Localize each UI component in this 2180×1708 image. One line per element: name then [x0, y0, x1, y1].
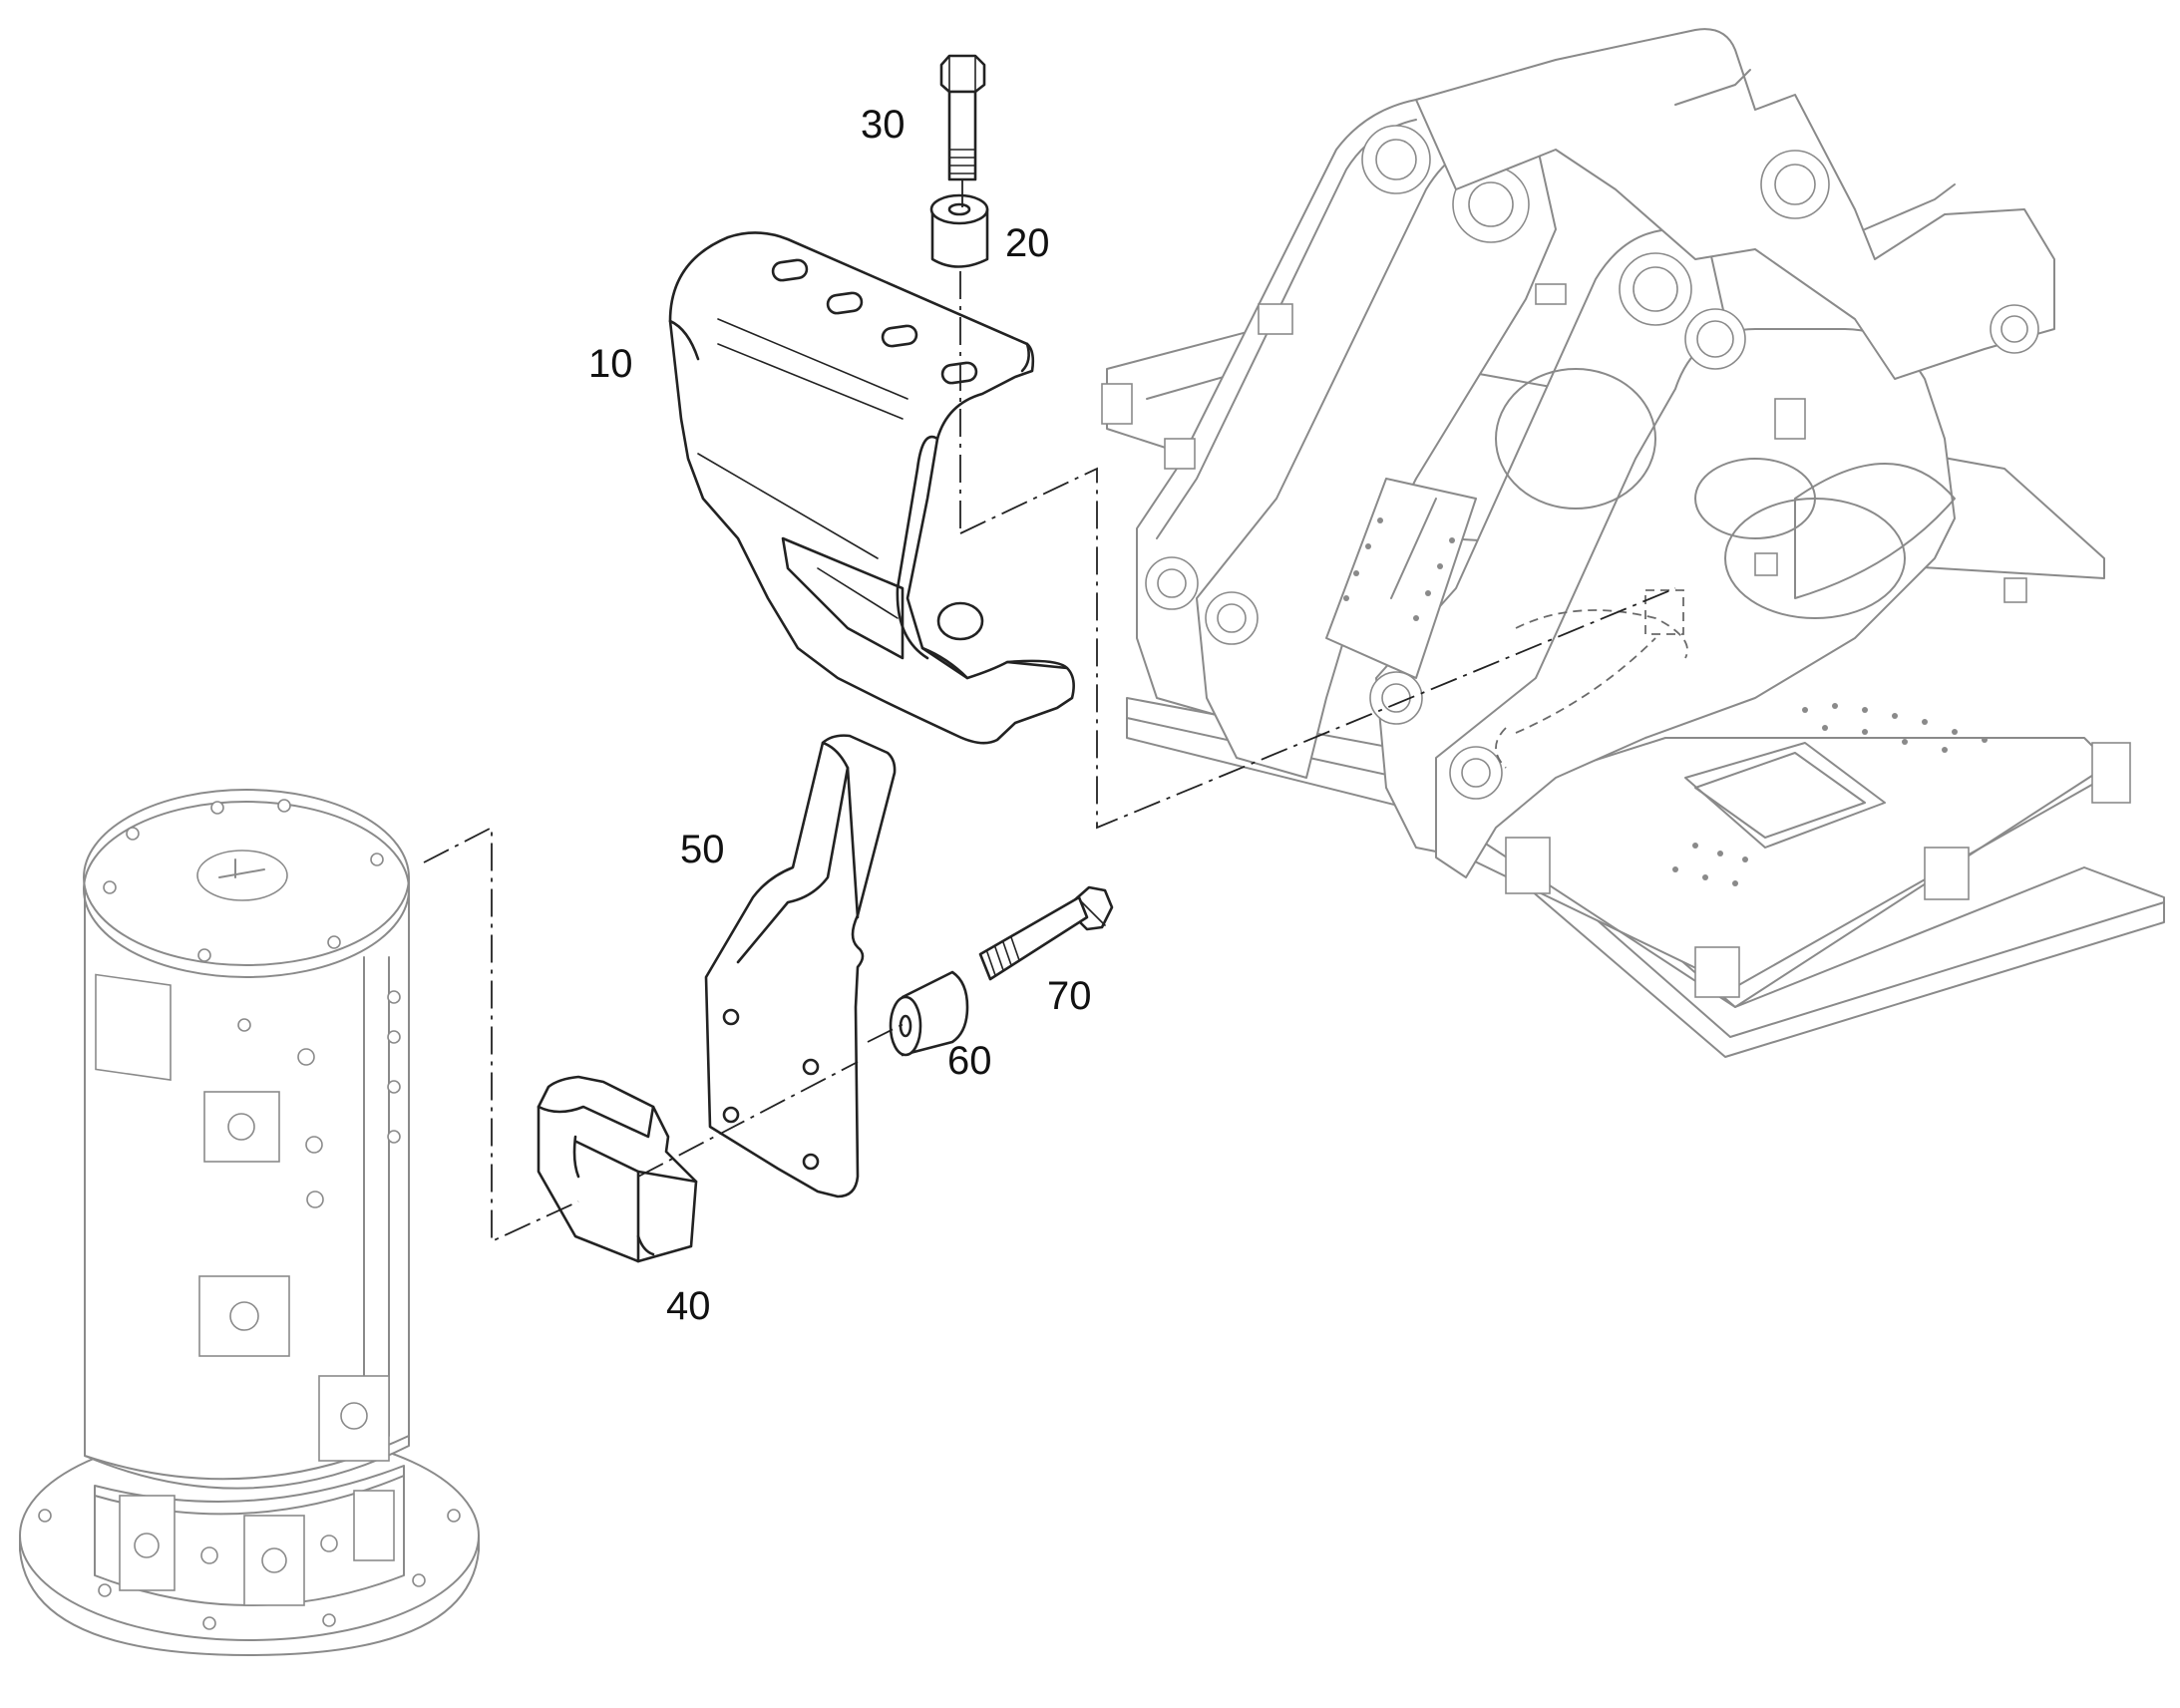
- machine-frame-ghost: [1101, 28, 2165, 1058]
- drum-assembly-ghost: [19, 789, 480, 1656]
- callout-20: 20: [1005, 221, 1050, 265]
- part-50-plate: [704, 734, 897, 1198]
- callout-10: 10: [588, 342, 633, 386]
- callout-50: 50: [680, 828, 725, 871]
- assembly-center-lines: [423, 179, 1676, 1243]
- callout-labels: 30 20 10 50 70 60 40: [588, 103, 1092, 1328]
- part-20-spacer: [929, 193, 989, 268]
- part-70-bolt: [978, 885, 1114, 981]
- part-60-spacer: [889, 970, 969, 1057]
- callout-40: 40: [666, 1284, 711, 1328]
- part-30-bolt: [939, 54, 986, 181]
- part-40-pad: [537, 1075, 698, 1263]
- part-10-bracket: [668, 231, 1075, 745]
- callout-30: 30: [861, 103, 906, 147]
- callout-60: 60: [947, 1039, 992, 1083]
- callout-70: 70: [1047, 974, 1092, 1018]
